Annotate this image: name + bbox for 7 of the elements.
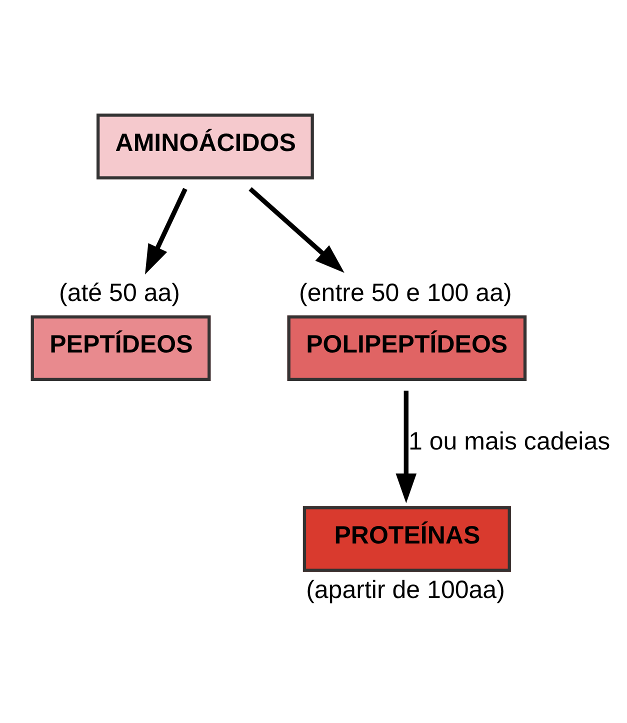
node-label: (até 50 aa): [58, 278, 180, 307]
node-label: (entre 50 e 100 aa): [299, 278, 512, 307]
node-label: (apartir de 100aa): [306, 576, 505, 604]
arrow: [396, 390, 417, 504]
arrow: [145, 188, 188, 275]
edge-label: 1 ou mais cadeias: [408, 428, 610, 456]
arrow: [248, 187, 344, 273]
